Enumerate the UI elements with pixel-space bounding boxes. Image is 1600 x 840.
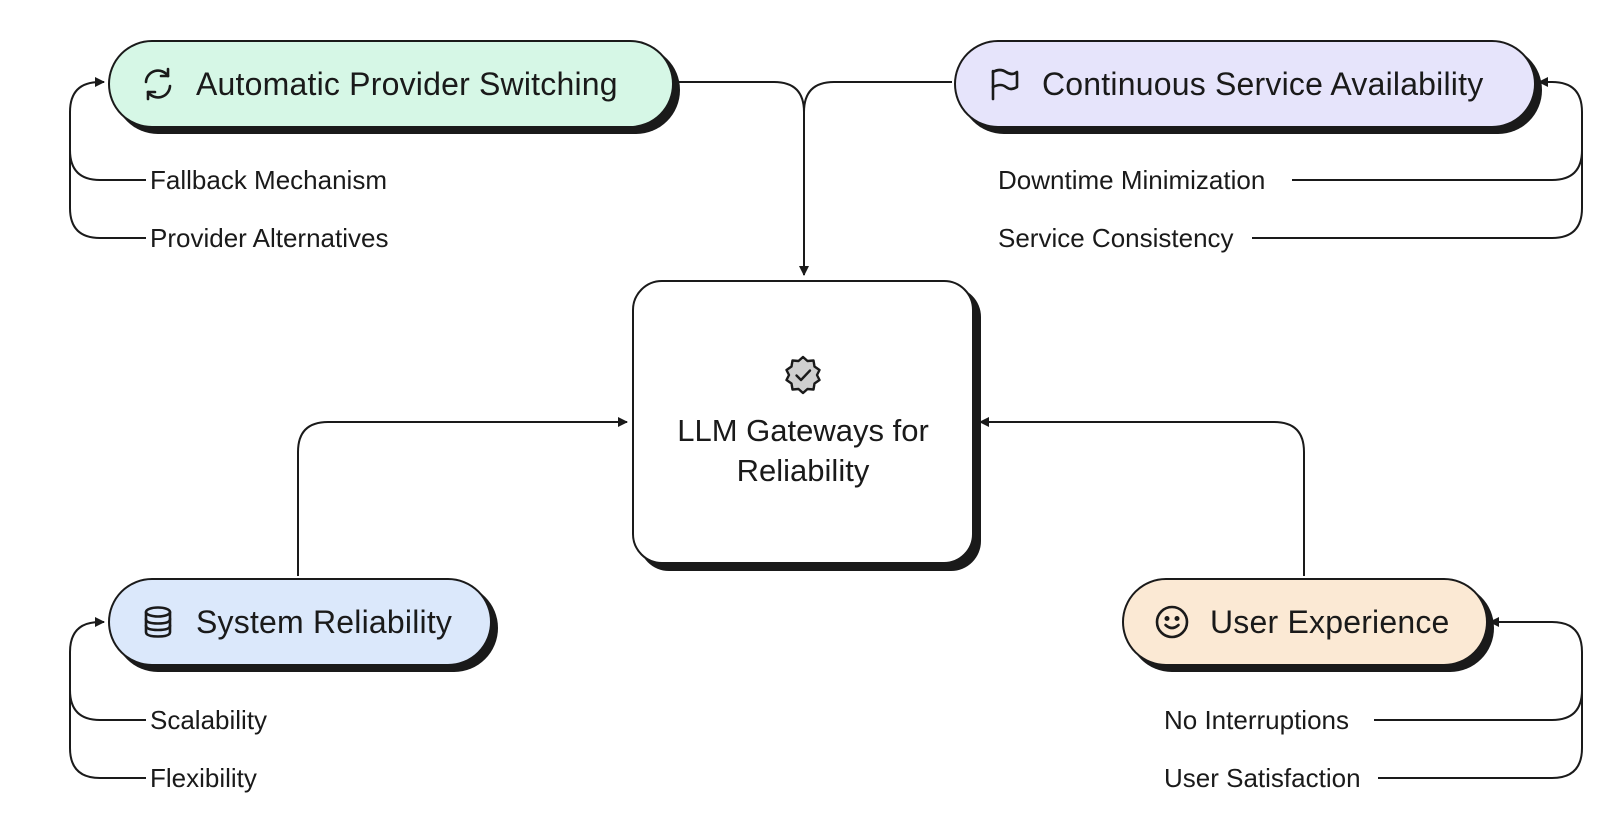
leaf-user-satisfaction: User Satisfaction bbox=[1164, 763, 1361, 793]
connector-bottom-left-to-center bbox=[297, 417, 628, 576]
branch-system-reliability: System Reliability bbox=[108, 578, 492, 666]
branch-title: User Experience bbox=[1210, 603, 1450, 640]
connector-scalability bbox=[69, 617, 146, 721]
leaf-downtime-minimization: Downtime Minimization bbox=[998, 165, 1266, 195]
branch-automatic-provider-switching: Automatic Provider Switching bbox=[108, 40, 674, 128]
connector-user-satisfaction bbox=[1378, 690, 1583, 779]
connector-top-left-to-center bbox=[676, 81, 809, 276]
leaf-service-consistency: Service Consistency bbox=[998, 223, 1234, 253]
branch-continuous-service-availability: Continuous Service Availability bbox=[954, 40, 1536, 128]
connector-fallback-mechanism bbox=[69, 77, 146, 181]
connector-flexibility bbox=[69, 690, 146, 779]
center-node: LLM Gateways for Reliability bbox=[632, 280, 974, 564]
leaf-provider-alternatives: Provider Alternatives bbox=[150, 223, 389, 253]
verified-badge-icon bbox=[781, 353, 825, 397]
database-icon bbox=[138, 602, 178, 642]
center-title: LLM Gateways for Reliability bbox=[677, 413, 929, 488]
connector-service-consistency bbox=[1252, 150, 1583, 239]
branch-title: Automatic Provider Switching bbox=[196, 65, 618, 102]
branch-title: System Reliability bbox=[196, 603, 453, 640]
smiley-icon bbox=[1152, 602, 1192, 642]
connector-no-interruptions bbox=[1374, 617, 1583, 721]
leaf-fallback-mechanism: Fallback Mechanism bbox=[150, 165, 387, 195]
leaf-no-interruptions: No Interruptions bbox=[1164, 705, 1349, 735]
connector-bottom-right-to-center bbox=[979, 417, 1305, 576]
leaf-flexibility: Flexibility bbox=[150, 763, 257, 793]
leaf-scalability: Scalability bbox=[150, 705, 268, 735]
flag-icon bbox=[984, 64, 1024, 104]
connector-provider-alternatives bbox=[69, 150, 146, 239]
branch-title: Continuous Service Availability bbox=[1042, 65, 1484, 102]
connector-top-right-to-center bbox=[803, 81, 952, 113]
branch-user-experience: User Experience bbox=[1122, 578, 1488, 666]
connector-downtime-minimization bbox=[1292, 77, 1583, 181]
refresh-icon bbox=[138, 64, 178, 104]
